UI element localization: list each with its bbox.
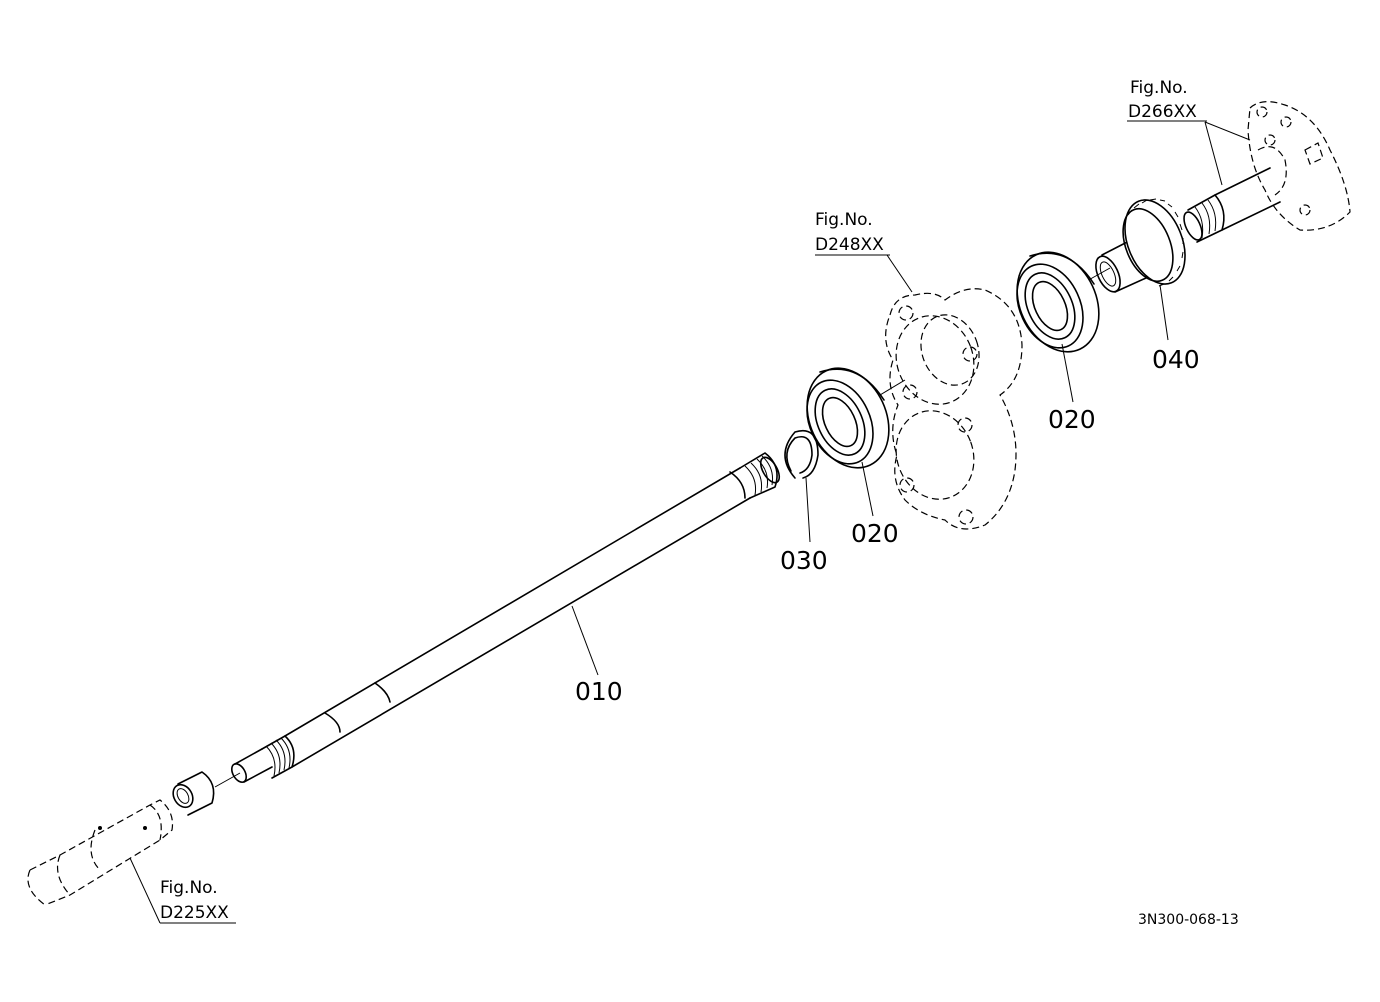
ref-d225-line1: Fig.No. <box>160 878 218 898</box>
ref-d248-line1: Fig.No. <box>815 210 873 230</box>
reference-output-shaft <box>1183 101 1351 243</box>
main-shaft-010 <box>230 452 781 783</box>
part-label-040: 040 <box>1152 345 1200 374</box>
part-label-020-rear: 020 <box>1048 405 1096 434</box>
ref-d248-line2: D248XX <box>815 235 884 255</box>
reference-housing <box>885 254 1023 530</box>
ref-d266-line1: Fig.No. <box>1130 78 1188 98</box>
reference-input-shaft <box>27 799 174 906</box>
snap-ring-030 <box>784 430 819 543</box>
part-label-030: 030 <box>780 546 828 575</box>
part-label-010: 010 <box>575 677 623 706</box>
axis-line <box>214 772 241 788</box>
gear-040 <box>1095 198 1186 341</box>
ref-leader-d225 <box>129 857 161 924</box>
bushing <box>172 771 215 816</box>
part-label-020-front: 020 <box>851 519 899 548</box>
ref-d225-line2: D225XX <box>160 903 229 923</box>
drawing-code: 3N300-068-13 <box>1138 912 1239 928</box>
axis-line <box>879 379 906 396</box>
ball-bearing-020-front <box>806 367 890 517</box>
ball-bearing-020-rear <box>1016 251 1100 403</box>
ref-d266-line2: D266XX <box>1128 102 1197 122</box>
